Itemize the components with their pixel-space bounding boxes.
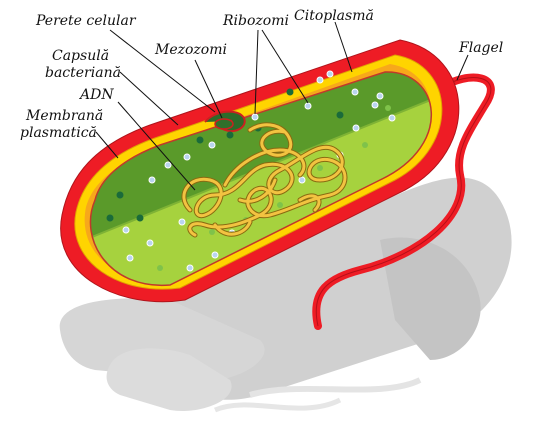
leader-adn [117,101,196,191]
label-mezozomi: Mezozomi [154,42,227,58]
label-capsula-line2: bacteriană [45,65,121,81]
leader-lines [95,21,469,191]
leader-citoplasma [334,21,353,73]
leader-mezozomi [194,59,223,119]
label-citoplasma: Citoplasmă [294,8,374,24]
leader-perete-celular [109,29,216,113]
label-membrana-line2: plasmatică [20,125,97,141]
leader-membrana [95,131,119,159]
leader-ribozomi-2 [261,29,309,104]
cell-shadow [59,177,512,413]
mesosome [204,110,246,133]
leader-capsula [119,71,179,126]
label-capsula-line1: Capsulă [52,48,109,64]
leader-flagel [456,54,469,81]
leader-ribozomi-1 [254,29,259,115]
dna-nucleoid [181,122,348,238]
plasma-membrane [89,71,433,286]
label-ribozomi: Ribozomi [222,13,289,29]
label-adn: ADN [78,87,114,103]
label-perete-celular: Perete celular [35,13,137,29]
label-membrana-line1: Membrană [25,108,103,124]
label-flagel: Flagel [458,40,503,56]
